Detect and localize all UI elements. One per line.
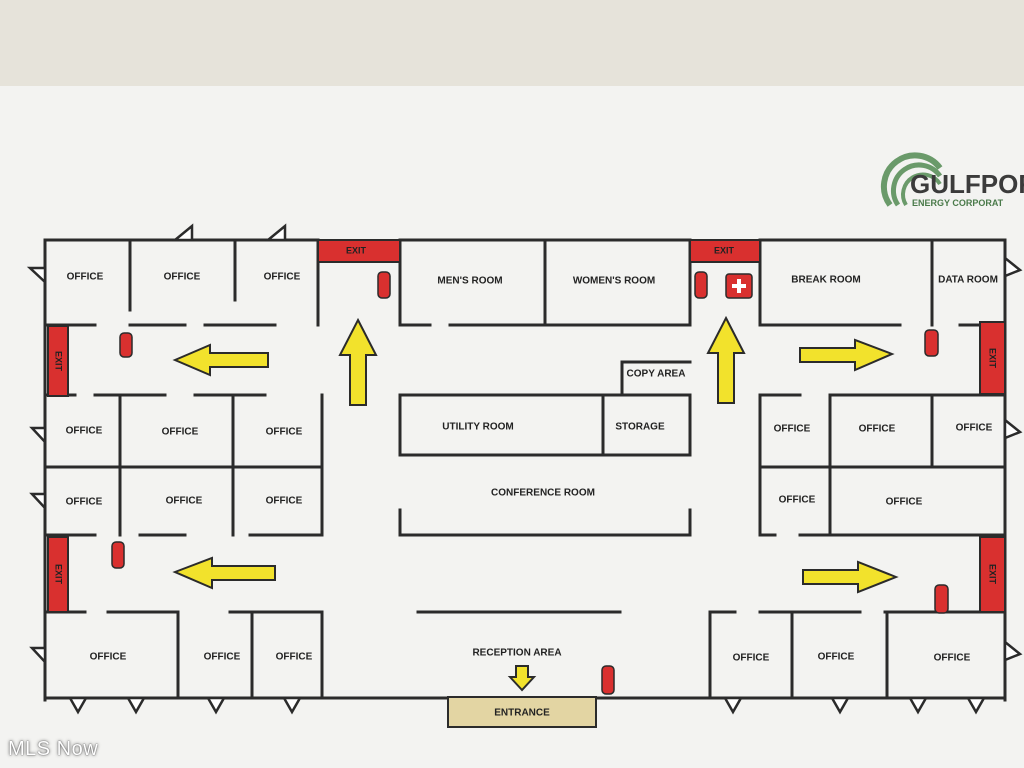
fire-extinguisher-icon [111, 541, 125, 569]
logo-subtitle: ENERGY CORPORAT [912, 198, 1004, 208]
arrow-left-lower [172, 556, 276, 590]
room-break-room: BREAK ROOM [791, 275, 860, 286]
exit-right-upper: EXIT [979, 321, 1006, 395]
room-office: OFFICE [164, 272, 201, 283]
arrow-right-lower [802, 560, 899, 594]
svg-text:EXIT: EXIT [988, 564, 998, 585]
first-aid-icon [725, 273, 753, 299]
arrow-up-left [338, 317, 378, 406]
svg-text:EXIT: EXIT [988, 348, 998, 369]
room-data-room: DATA ROOM [938, 275, 998, 286]
entrance-label: ENTRANCE [494, 708, 550, 719]
exit-top-left: EXIT [317, 239, 401, 263]
room-office: OFFICE [886, 497, 923, 508]
fire-extinguisher-icon [377, 271, 391, 299]
fire-extinguisher-icon [119, 332, 133, 358]
exit-right-lower: EXIT [979, 536, 1006, 613]
room-office: OFFICE [934, 653, 971, 664]
room-office: OFFICE [733, 653, 770, 664]
entrance: ENTRANCE [447, 696, 597, 728]
room-office: OFFICE [266, 427, 303, 438]
fire-extinguisher-icon [934, 584, 949, 614]
room-office: OFFICE [774, 424, 811, 435]
svg-text:EXIT: EXIT [346, 245, 367, 255]
fire-extinguisher-icon [694, 271, 708, 299]
room-office: OFFICE [90, 652, 127, 663]
mls-now-watermark: MLS Now [8, 738, 99, 760]
logo-name: GULFPOR [910, 169, 1024, 199]
room-reception-area: RECEPTION AREA [472, 648, 561, 659]
wall-background [0, 0, 1024, 88]
room-office: OFFICE [66, 426, 103, 437]
room-office: OFFICE [859, 424, 896, 435]
gulfport-logo: GULFPOR ENERGY CORPORAT [880, 152, 1024, 208]
room-office: OFFICE [779, 495, 816, 506]
arrow-left-upper [172, 343, 269, 377]
arrow-up-right [706, 315, 746, 404]
room-office: OFFICE [166, 496, 203, 507]
svg-text:EXIT: EXIT [714, 245, 735, 255]
svg-text:EXIT: EXIT [54, 351, 64, 372]
room-office: OFFICE [162, 427, 199, 438]
exit-top-right: EXIT [689, 239, 761, 263]
exit-left-upper: EXIT [47, 325, 69, 397]
room-office: OFFICE [956, 423, 993, 434]
arrow-down-entrance [507, 665, 537, 692]
fire-extinguisher-icon [601, 665, 615, 695]
room-womens-room: WOMEN'S ROOM [573, 276, 655, 287]
window-markers [26, 223, 1023, 715]
room-office: OFFICE [266, 496, 303, 507]
room-storage: STORAGE [615, 422, 665, 433]
room-office: OFFICE [276, 652, 313, 663]
room-copy-area: COPY AREA [627, 369, 686, 380]
fire-extinguisher-icon [924, 329, 939, 357]
room-office: OFFICE [67, 272, 104, 283]
room-conference-room: CONFERENCE ROOM [491, 488, 595, 499]
room-office: OFFICE [66, 497, 103, 508]
arrow-right-upper [799, 338, 895, 372]
exit-left-lower: EXIT [47, 536, 69, 613]
room-office: OFFICE [264, 272, 301, 283]
room-office: OFFICE [818, 652, 855, 663]
room-utility-room: UTILITY ROOM [442, 422, 513, 433]
svg-text:EXIT: EXIT [54, 564, 64, 585]
paper-sheet [0, 86, 1024, 768]
room-mens-room: MEN'S ROOM [437, 276, 502, 287]
room-office: OFFICE [204, 652, 241, 663]
